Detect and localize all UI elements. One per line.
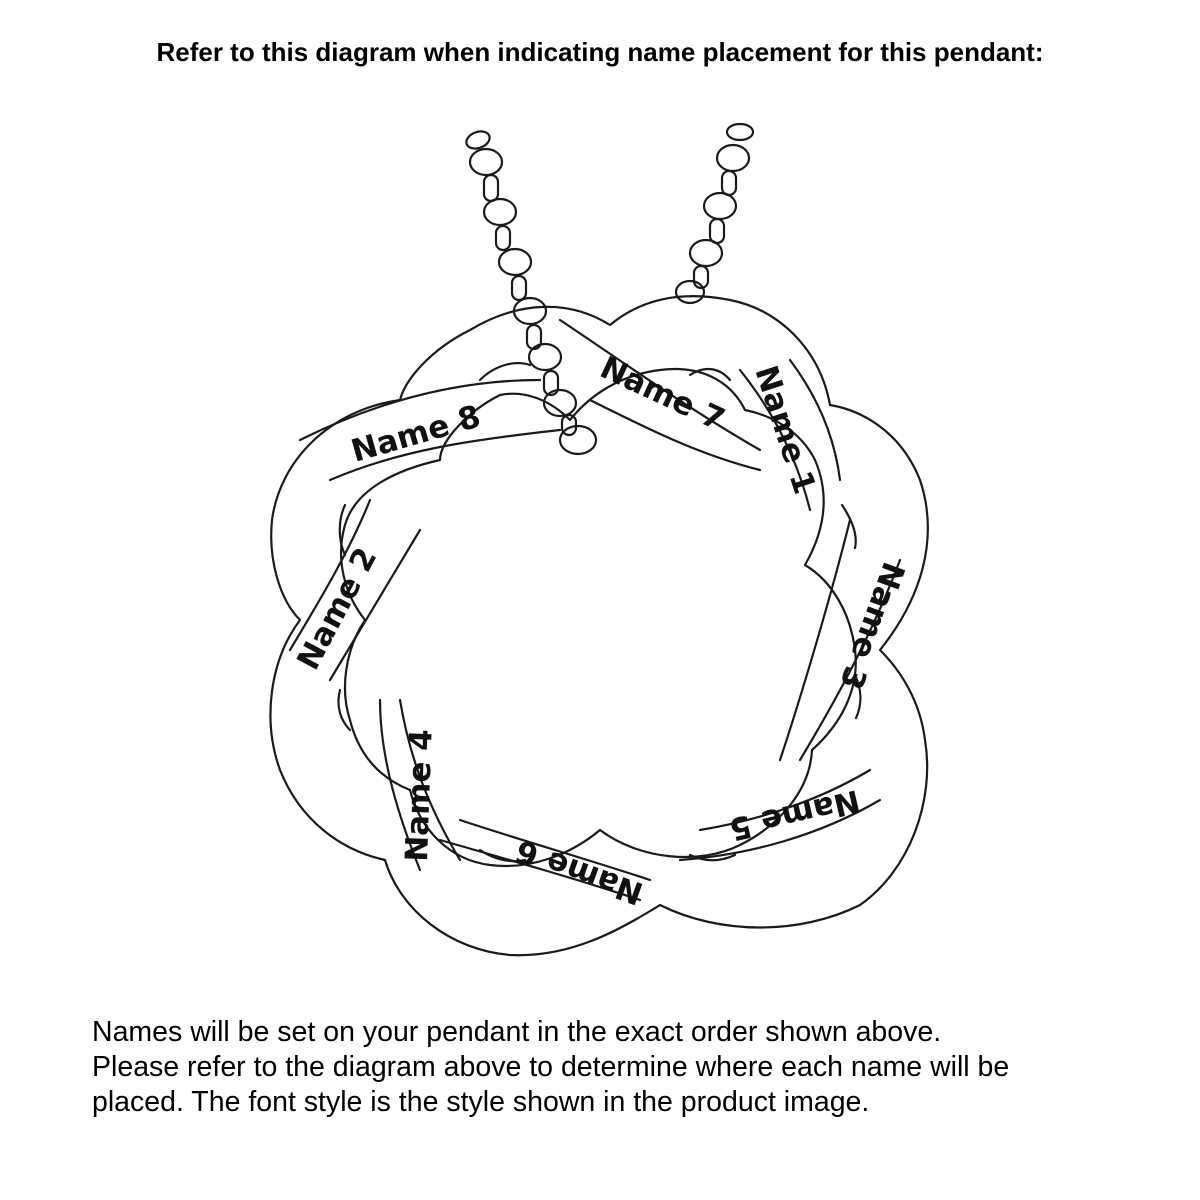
label-name-1: Name 1	[747, 361, 822, 498]
label-name-4: Name 4	[399, 729, 440, 863]
label-name-7: Name 7	[595, 350, 730, 439]
label-name-8: Name 8	[347, 399, 484, 470]
label-name-2: Name 2	[290, 542, 384, 676]
woven-rings	[269, 295, 929, 957]
instructions-line-3: placed. The font style is the style show…	[92, 1086, 870, 1118]
instructions-line-1: Names will be set on your pendant in the…	[92, 1016, 942, 1048]
page-title: Refer to this diagram when indicating na…	[156, 37, 1044, 67]
right-chain	[674, 122, 755, 305]
instructions: Names will be set on your pendant in the…	[92, 1015, 1152, 1120]
instructions-line-2: Please refer to the diagram above to det…	[92, 1051, 1010, 1083]
